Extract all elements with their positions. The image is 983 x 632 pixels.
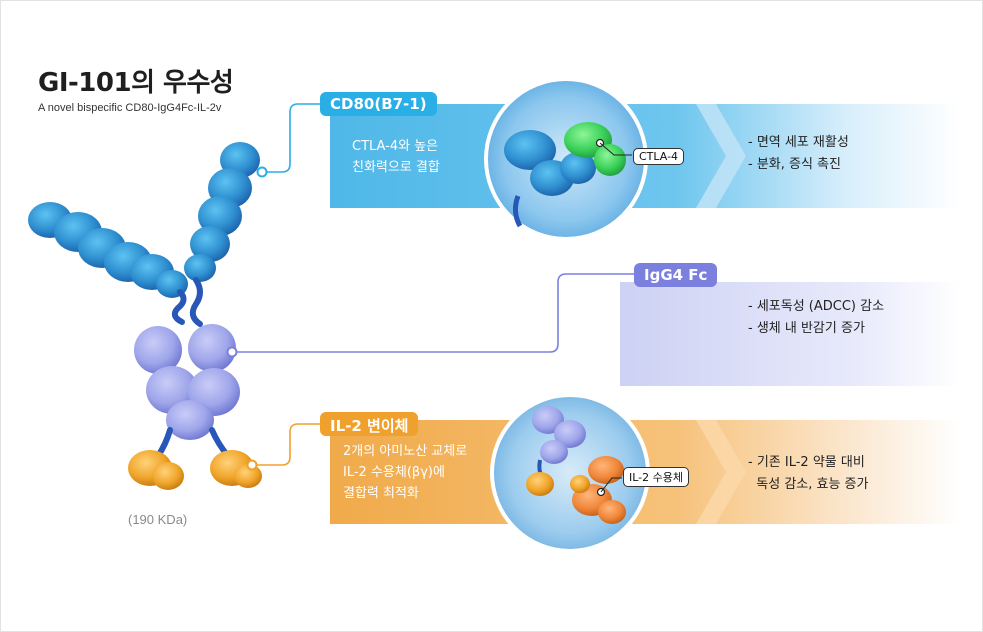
igg-connector	[232, 273, 636, 353]
cd80-zoom-circle	[484, 77, 648, 241]
il2-units	[128, 450, 262, 490]
cd80-description: CTLA-4와 높은 친화력으로 결합	[352, 136, 440, 178]
il2-zoom-circle	[490, 393, 650, 553]
cd80-effects: - 면역 세포 재활성 - 분화, 증식 촉진	[748, 132, 849, 176]
cd80-effect-item: - 분화, 증식 촉진	[748, 157, 841, 172]
igg-effect-item: - 세포독성 (ADCC) 감소	[748, 299, 885, 314]
antibody-molecule	[28, 142, 268, 490]
il2-desc-line: 2개의 아미노산 교체로	[343, 444, 468, 459]
igg-band	[620, 282, 960, 386]
cd80-desc-line: CTLA-4와 높은	[352, 139, 439, 154]
page-title: GI-101의 우수성	[38, 68, 234, 98]
il2-receptor-tag: IL-2 수용체	[623, 467, 690, 487]
cd80-effect-item: - 면역 세포 재활성	[748, 135, 849, 150]
molecular-weight: (190 KDa)	[128, 512, 188, 527]
il2-effects: - 기존 IL-2 약물 대비 독성 감소, 효능 증가	[748, 452, 868, 496]
cd80-label: CD80(B7-1)	[320, 92, 437, 116]
igg4-fc	[134, 324, 240, 440]
cd80-arm-right	[184, 142, 260, 282]
il2-effect-item: 독성 감소, 효능 증가	[748, 477, 869, 492]
ctla4-tag: CTLA-4	[633, 148, 685, 165]
cd80-desc-line: 친화력으로 결합	[352, 160, 440, 175]
igg-effect-item: - 생체 내 반감기 증가	[748, 321, 865, 336]
il2-desc-line: IL-2 수용체(βγ)에	[343, 465, 445, 480]
cd80-arm-left	[28, 202, 188, 298]
il2-arrow	[696, 420, 746, 524]
igg-effects: - 세포독성 (ADCC) 감소 - 생체 내 반감기 증가	[748, 296, 884, 340]
il2-description: 2개의 아미노산 교체로 IL-2 수용체(βγ)에 결합력 최적화	[343, 441, 467, 504]
cd80-connector	[262, 103, 322, 173]
page-subtitle: A novel bispecific CD80-IgG4Fc-IL-2v	[38, 102, 222, 114]
cd80-arrow	[696, 104, 746, 208]
il2-desc-line: 결합력 최적화	[343, 486, 419, 501]
il2-effect-item: - 기존 IL-2 약물 대비	[748, 455, 865, 470]
connector-lines	[232, 103, 636, 466]
igg-label: IgG4 Fc	[634, 263, 718, 287]
il2-label: IL-2 변이체	[320, 412, 419, 436]
il2-connector	[252, 423, 322, 466]
